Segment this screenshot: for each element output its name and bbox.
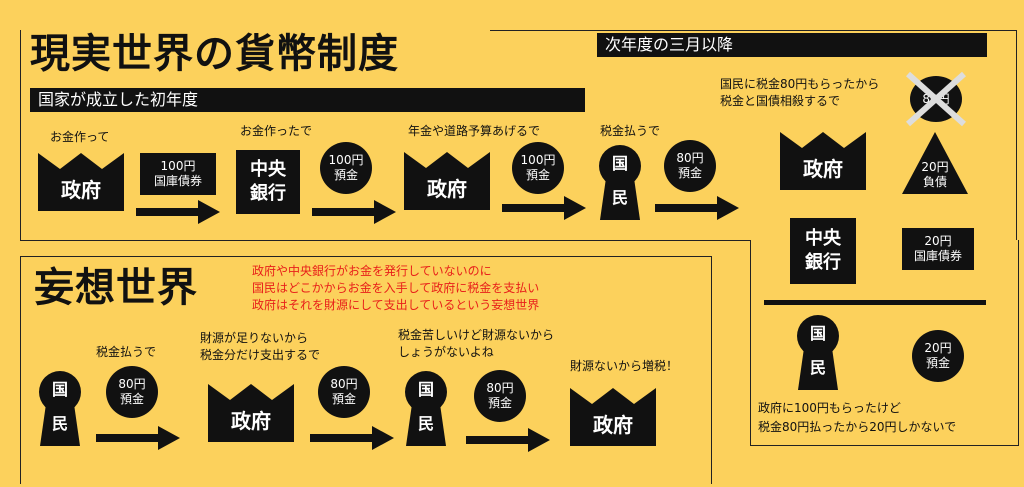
gov-crown-f2: 政府 — [208, 384, 294, 442]
deposit-circle-f1: 80円預金 — [106, 366, 158, 418]
real-panel-border-top-left — [20, 30, 21, 240]
people-pawn-next: 国 民 — [796, 314, 840, 390]
fantasy-world-title: 妄想世界 — [34, 262, 198, 314]
remaining-note: 政府に100円もらったけど税金80円払ったから20円しかないで — [758, 401, 957, 434]
fantasy-panel-border — [20, 256, 712, 484]
next-panel-border — [750, 240, 1019, 446]
real-world-title: 現実世界の貨幣制度 — [30, 28, 405, 80]
gov-crown-1: 政府 — [38, 153, 124, 211]
next-year-banner: 次年度の三月以降 — [597, 33, 987, 57]
step3-note: 年金や道路予算あげるで — [408, 124, 541, 138]
step4-note: 税金払うで — [600, 124, 661, 138]
right-arrow-icon — [466, 428, 550, 452]
step1-note: お金作って — [50, 130, 110, 144]
gov-crown-next: 政府 — [780, 132, 866, 190]
triangle-icon — [902, 132, 968, 194]
f-step4-note: 財源ないから増税！ — [570, 359, 679, 373]
deposit-circle-100-a: 100円預金 — [320, 142, 372, 194]
central-bank-box-2: 中央銀行 — [790, 218, 856, 284]
crown-icon — [38, 153, 124, 211]
f-step1-note: 税金払うで — [96, 345, 157, 359]
next-panel-right-border — [1016, 30, 1017, 240]
divider-line — [764, 300, 986, 305]
debt-triangle: 20円負債 — [902, 132, 968, 194]
right-arrow-icon — [310, 426, 394, 450]
crown-icon — [780, 132, 866, 190]
f-step3-note: 税金苦しいけど財源ないからしょうがないよね — [398, 328, 555, 359]
bond-100-box: 100円国庫債券 — [140, 153, 216, 195]
pawn-icon — [405, 371, 447, 446]
deposit-circle-20: 20円預金 — [912, 330, 964, 382]
pawn-icon — [599, 145, 641, 220]
pawn-icon — [797, 315, 839, 390]
people-pawn-1: 国 民 — [598, 144, 642, 220]
right-arrow-icon — [312, 200, 396, 224]
right-arrow-icon — [655, 196, 739, 220]
f-step2-note: 財源が足りないから税金分だけ支出するで — [200, 331, 321, 362]
cross-out-icon — [906, 71, 966, 127]
right-arrow-icon — [136, 200, 220, 224]
right-arrow-icon — [96, 426, 180, 450]
central-bank-box-1: 中央銀行 — [236, 150, 300, 214]
deposit-circle-f3: 80円預金 — [474, 370, 526, 422]
deposit-circle-100-b: 100円預金 — [512, 142, 564, 194]
fantasy-explanation: 政府や中央銀行がお金を発行していないのに 国民はどこかからお金を入手して政府に税… — [252, 264, 540, 312]
real-panel-border-bottom — [20, 240, 750, 241]
right-arrow-icon — [502, 196, 586, 220]
people-pawn-f3: 国 民 — [404, 370, 448, 446]
crown-icon — [570, 388, 656, 446]
people-pawn-f1: 国 民 — [38, 370, 82, 446]
deposit-circle-80-a: 80円預金 — [664, 140, 716, 192]
crown-icon — [404, 152, 490, 210]
gov-crown-f4: 政府 — [570, 388, 656, 446]
real-panel-border-top — [490, 30, 1017, 31]
bond-20-box: 20円国庫債券 — [902, 228, 974, 270]
gov-crown-2: 政府 — [404, 152, 490, 210]
first-year-banner: 国家が成立した初年度 — [30, 88, 585, 112]
deposit-circle-f2: 80円預金 — [318, 366, 370, 418]
step2-note: お金作ったで — [240, 124, 313, 138]
crown-icon — [208, 384, 294, 442]
offset-note: 国民に税金80円もらったから税金と国債相殺するで — [720, 77, 880, 108]
pawn-icon — [39, 371, 81, 446]
